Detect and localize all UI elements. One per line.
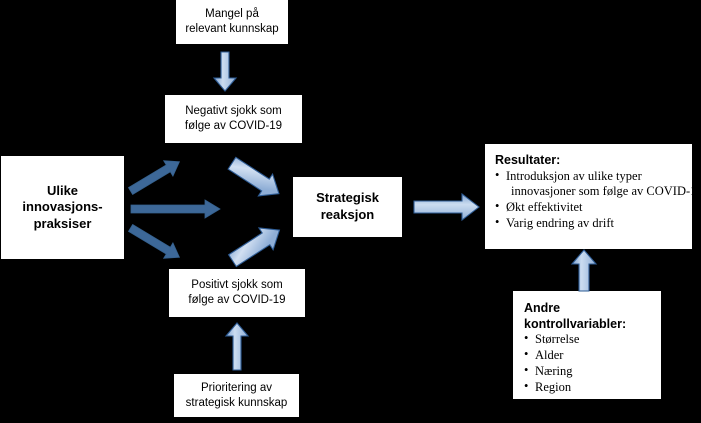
list-item: Introduksjon av ulike typer innovasjoner… [495, 168, 701, 201]
box-negativt-sjokk-line-2: følge av COVID-19 [184, 120, 283, 132]
arrow-praksiser-to-negativt-sjokk [127, 155, 188, 196]
box-prioritering-line-1: Prioritering av [201, 381, 272, 394]
arrow-positivt-sjokk-to-strategisk-reaksjon [227, 216, 294, 268]
arrow-mangel-to-negativt-sjokk [212, 51, 238, 92]
list-item-continuation: innovasjoner som følge av COVID-19 [511, 184, 701, 199]
arrow-praksiser-to-positivt-sjokk [127, 223, 188, 266]
box-positivt-sjokk: Positivt sjokk som følge av COVID-19 [168, 268, 306, 318]
list-item-text: Varig endring av drift [506, 215, 614, 230]
box-praksiser-line-3: praksiser [33, 215, 92, 231]
arrow-kontrollvariabler-to-resultater [570, 249, 598, 292]
box-praksiser-line-1: Ulike [46, 182, 79, 198]
box-mangel-line-1: Mangel på [205, 8, 259, 21]
box-strategisk-line-2: reaksjon [320, 207, 375, 222]
arrow-prioritering-to-positivt-sjokk [224, 322, 250, 371]
box-mangel-line-2: relevant kunnskap [185, 23, 279, 35]
box-kontrollvariabler-heading-1: Andre [524, 301, 561, 315]
box-mangel-pa-relevant-kunnskap: Mangel på relevant kunnskap [175, 0, 289, 45]
box-strategisk-line-1: Strategisk [316, 190, 379, 206]
box-resultater-list: Introduksjon av ulike typer innovasjoner… [495, 168, 701, 232]
box-ulike-innovasjonspraksiser: Ulike innovasjons- praksiser [0, 155, 125, 260]
box-resultater: Resultater: Introduksjon av ulike typer … [484, 143, 701, 250]
box-resultater-heading: Resultater: [495, 153, 561, 167]
list-item-text: Økt effektivitet [506, 200, 583, 215]
arrow-strategisk-reaksjon-to-resultater [413, 192, 481, 222]
list-item: Region [524, 379, 579, 396]
box-prioritering-line-2: strategisk kunnskap [185, 396, 288, 409]
box-negativt-sjokk-line-1: Negativt sjokk som [185, 105, 282, 118]
list-item-text: Region [535, 379, 572, 394]
list-item: Størrelse [524, 331, 580, 348]
list-item: Alder [524, 347, 579, 364]
arrow-praksiser-to-strategisk-reaksjon [130, 199, 221, 219]
list-item-text: Størrelse [535, 332, 580, 347]
box-andre-kontrollvariabler: Andre kontrollvariabler: Størrelse Alder… [512, 290, 662, 400]
box-positivt-sjokk-line-1: Positivt sjokk som [191, 279, 283, 292]
box-prioritering-av-strategisk-kunnskap: Prioritering av strategisk kunnskap [173, 373, 300, 418]
box-strategisk-reaksjon: Strategisk reaksjon [292, 176, 403, 238]
box-positivt-sjokk-line-2: følge av COVID-19 [188, 294, 286, 306]
box-kontrollvariabler-heading-2: kontrollvariabler: [524, 316, 627, 331]
box-negativt-sjokk: Negativt sjokk som følge av COVID-19 [164, 94, 303, 144]
list-item-text: Alder [535, 348, 564, 362]
arrow-negativt-sjokk-to-strategisk-reaksjon [227, 156, 294, 206]
box-praksiser-line-2: innovasjons- [22, 199, 103, 215]
list-item: Næring [524, 363, 579, 380]
list-item: Økt effektivitet [495, 199, 701, 216]
list-item-text: Introduksjon av ulike typer [506, 168, 642, 183]
box-kontrollvariabler-list: Størrelse Alder Næring Region [524, 331, 580, 396]
list-item-text: Næring [535, 363, 573, 378]
list-item: Varig endring av drift [495, 215, 701, 232]
